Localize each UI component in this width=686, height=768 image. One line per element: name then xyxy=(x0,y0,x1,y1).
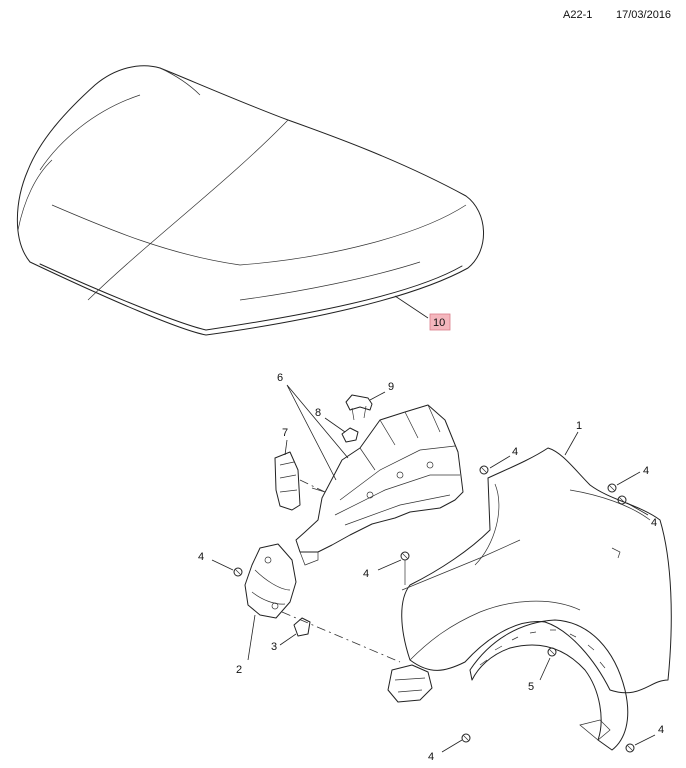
leader-4e xyxy=(377,559,402,571)
callout-4c: 4 xyxy=(651,517,657,529)
leader-8 xyxy=(324,417,346,433)
hood-panel xyxy=(16,65,484,336)
leader-4b xyxy=(616,471,641,486)
callout-4f: 4 xyxy=(428,751,434,763)
bolt-4f xyxy=(461,733,471,743)
callout-7: 7 xyxy=(282,427,288,439)
fender-panel xyxy=(401,447,672,694)
leader-2 xyxy=(247,614,256,661)
callout-4a: 4 xyxy=(512,446,518,458)
fender-lower-bracket xyxy=(387,664,433,703)
leader-5 xyxy=(539,657,551,681)
leader-4c xyxy=(626,502,649,516)
bolt-4a xyxy=(479,465,489,475)
leader-1 xyxy=(564,431,579,456)
callout-8: 8 xyxy=(315,407,321,419)
callout-3: 3 xyxy=(271,641,277,653)
bolt-4e xyxy=(400,551,410,585)
diagram-code: A22-1 xyxy=(563,9,593,21)
leader-4d xyxy=(211,559,234,571)
bolt-4c xyxy=(617,495,627,505)
leader-6 xyxy=(286,384,349,481)
clip-8 xyxy=(341,427,359,443)
leader-7 xyxy=(284,439,288,456)
wheel-arch-liner xyxy=(469,619,629,751)
diagram-date: 17/03/2016 xyxy=(616,9,672,21)
clip-3 xyxy=(293,617,311,637)
bolt-4d xyxy=(233,567,243,577)
leader-4g xyxy=(634,734,656,746)
callout-1: 1 xyxy=(576,420,582,432)
bolt-4g xyxy=(625,743,635,753)
callout-4e: 4 xyxy=(363,568,369,580)
callout-9: 9 xyxy=(388,381,394,393)
callout-10-highlight xyxy=(429,313,451,331)
leader-3 xyxy=(279,633,297,646)
callout-10: 10 xyxy=(433,317,445,329)
nut-5 xyxy=(547,647,557,657)
splash-shield xyxy=(244,543,401,663)
bracket-7 xyxy=(274,451,326,511)
bracket-9 xyxy=(345,394,373,421)
bolt-4b xyxy=(607,483,617,493)
leader-4a xyxy=(489,455,511,469)
callout-4b: 4 xyxy=(643,465,649,477)
leader-10 xyxy=(394,295,429,319)
leader-9 xyxy=(369,391,386,401)
apron-assembly xyxy=(295,404,464,566)
callout-4g: 4 xyxy=(658,724,664,736)
leader-4f xyxy=(441,739,463,753)
callout-5: 5 xyxy=(528,681,534,693)
callout-2: 2 xyxy=(236,664,242,676)
callout-4d: 4 xyxy=(198,551,204,563)
callout-6: 6 xyxy=(277,372,283,384)
